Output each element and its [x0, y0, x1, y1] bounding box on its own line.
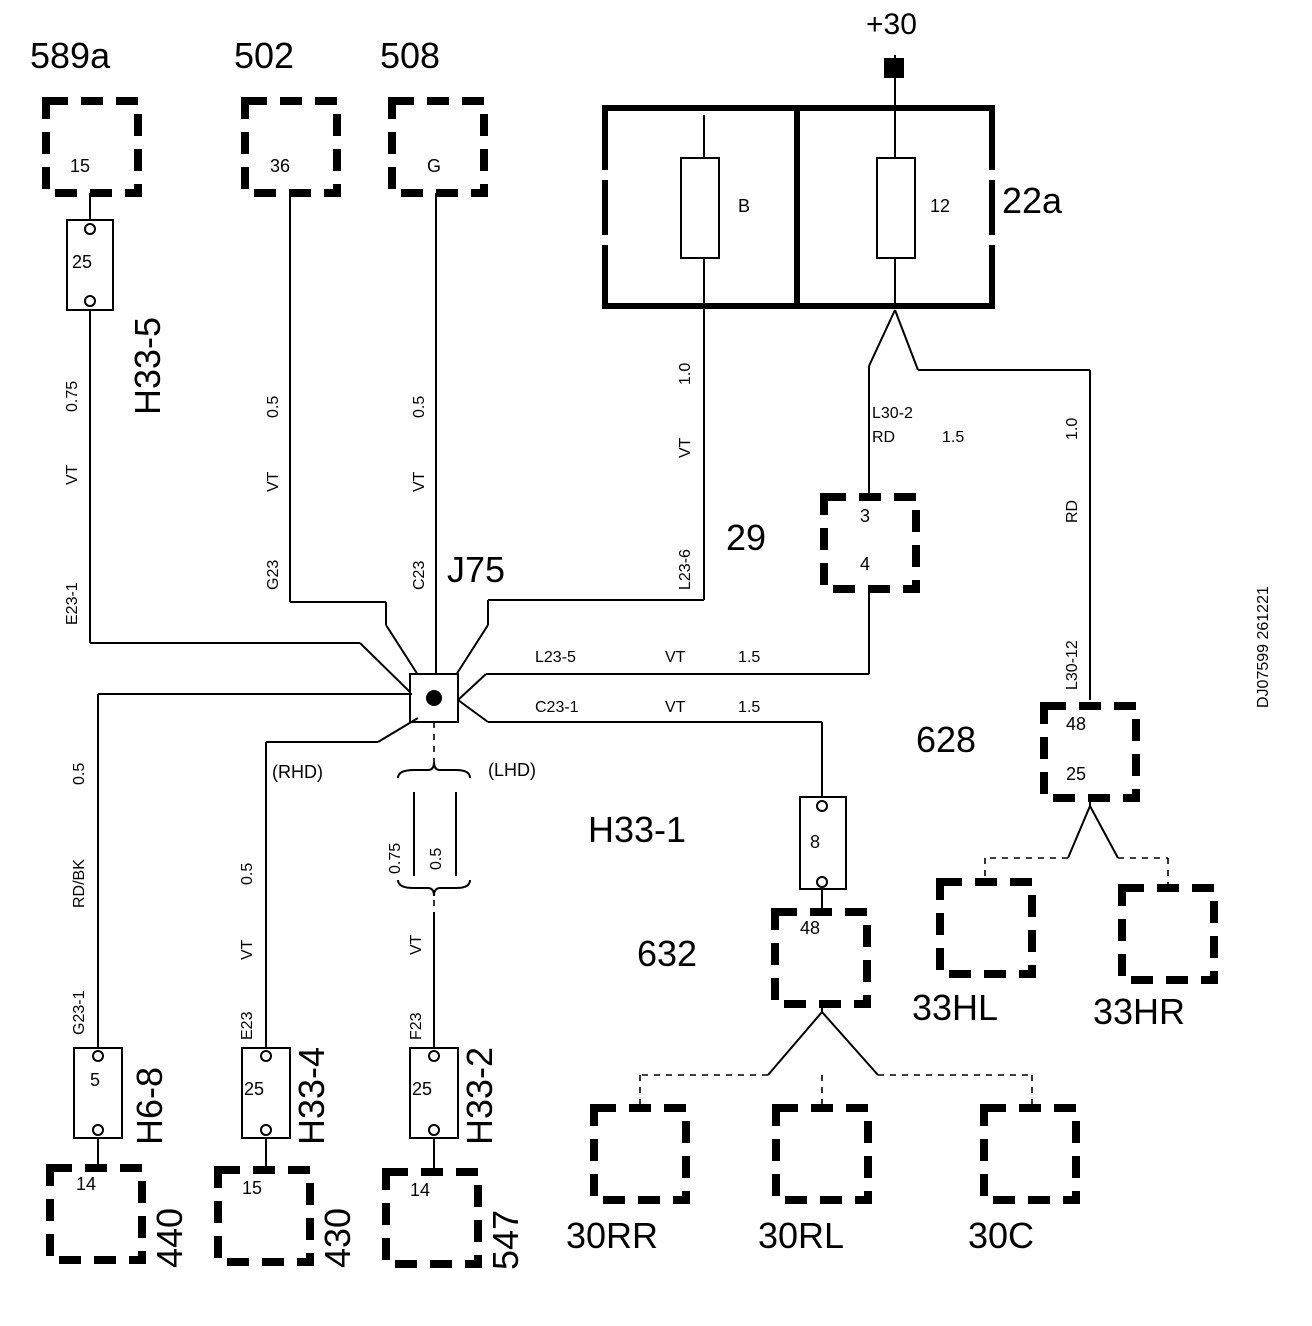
label-33hr: 33HR	[1093, 991, 1185, 1032]
svg-text:VT: VT	[408, 934, 425, 955]
fuse-12	[876, 157, 916, 259]
supply-label: +30	[866, 8, 917, 41]
connector-30rr	[590, 1104, 690, 1204]
svg-text:G23: G23	[265, 560, 282, 590]
label-33hl: 33HL	[912, 987, 998, 1028]
svg-text:14: 14	[76, 1174, 96, 1194]
connector-628	[1040, 702, 1140, 802]
connector-33hl	[936, 878, 1036, 978]
pin-h33-5: 25	[72, 252, 92, 272]
svg-text:0.5: 0.5	[411, 396, 428, 418]
reference-code: DJ07599 261221	[1255, 586, 1272, 708]
connector-33hr	[1118, 884, 1218, 984]
svg-text:0.75: 0.75	[387, 843, 404, 874]
svg-text:8: 8	[810, 832, 820, 852]
pin-508: G	[427, 156, 441, 176]
svg-text:G23-1: G23-1	[71, 990, 88, 1035]
connector-502	[241, 97, 341, 197]
svg-text:25: 25	[244, 1079, 264, 1099]
svg-text:1.5: 1.5	[942, 429, 964, 446]
label-30rl: 30RL	[758, 1215, 844, 1256]
svg-text:C23: C23	[411, 561, 428, 590]
svg-text:RD/BK: RD/BK	[71, 859, 88, 908]
splice-node	[426, 690, 442, 706]
svg-text:0.5: 0.5	[265, 396, 282, 418]
svg-text:48: 48	[1066, 714, 1086, 734]
fuse-12-label: 12	[930, 196, 950, 216]
svg-text:0.5: 0.5	[239, 863, 256, 885]
label-22a: 22a	[1002, 180, 1063, 221]
label-h6-8: H6-8	[129, 1067, 170, 1145]
svg-text:C23-1: C23-1	[535, 699, 579, 716]
label-502: 502	[234, 35, 294, 76]
label-29: 29	[726, 517, 766, 558]
connector-632	[771, 908, 871, 1008]
label-547: 547	[485, 1210, 526, 1270]
svg-text:1.0: 1.0	[1064, 418, 1081, 440]
label-30c: 30C	[968, 1215, 1034, 1256]
svg-text:0.5: 0.5	[428, 848, 445, 870]
label-440: 440	[149, 1208, 190, 1268]
svg-text:(LHD): (LHD)	[488, 760, 536, 780]
label-508: 508	[380, 35, 440, 76]
svg-text:VT: VT	[665, 649, 686, 666]
svg-text:1.0: 1.0	[677, 363, 694, 385]
svg-text:0.5: 0.5	[71, 763, 88, 785]
svg-text:VT: VT	[239, 939, 256, 960]
connector-440	[46, 1164, 146, 1264]
label-632: 632	[637, 933, 697, 974]
connector-h33-2	[409, 1047, 459, 1139]
svg-text:L30-2: L30-2	[872, 405, 913, 422]
svg-text:1.5: 1.5	[738, 699, 760, 716]
svg-text:VT: VT	[64, 464, 81, 485]
fuse-b-label: B	[738, 196, 750, 216]
label-430: 430	[317, 1208, 358, 1268]
label-30rr: 30RR	[566, 1215, 658, 1256]
label-628: 628	[916, 719, 976, 760]
label-h33-5: H33-5	[127, 317, 168, 415]
svg-text:15: 15	[242, 1178, 262, 1198]
svg-text:E23: E23	[239, 1011, 256, 1040]
svg-text:5: 5	[90, 1070, 100, 1090]
label-h33-1: H33-1	[588, 809, 686, 850]
svg-text:3: 3	[860, 506, 870, 526]
label-h33-2: H33-2	[459, 1047, 500, 1145]
pin-502: 36	[270, 156, 290, 176]
svg-text:14: 14	[410, 1180, 430, 1200]
svg-text:VT: VT	[411, 471, 428, 492]
connector-508	[388, 97, 488, 197]
connector-430	[214, 1166, 314, 1266]
svg-text:(RHD): (RHD)	[272, 762, 323, 782]
connector-30rl	[772, 1104, 872, 1204]
svg-text:4: 4	[860, 554, 870, 574]
svg-text:RD: RD	[1064, 500, 1081, 523]
svg-text:RD: RD	[872, 429, 895, 446]
supply-terminal	[884, 58, 904, 78]
svg-text:F23: F23	[408, 1012, 425, 1040]
svg-text:0.75: 0.75	[64, 381, 81, 412]
svg-text:VT: VT	[265, 471, 282, 492]
svg-text:48: 48	[800, 918, 820, 938]
fuse-b	[680, 157, 720, 259]
svg-text:VT: VT	[665, 699, 686, 716]
connector-30c	[980, 1104, 1080, 1204]
svg-text:E23-1: E23-1	[64, 582, 81, 625]
pin-589a: 15	[70, 156, 90, 176]
label-j75: J75	[447, 549, 505, 590]
svg-text:L23-6: L23-6	[677, 549, 694, 590]
svg-text:1.5: 1.5	[738, 649, 760, 666]
connector-589a	[42, 97, 142, 197]
label-h33-4: H33-4	[291, 1047, 332, 1145]
svg-text:L30-12: L30-12	[1064, 640, 1081, 690]
svg-text:25: 25	[412, 1079, 432, 1099]
svg-text:L23-5: L23-5	[535, 649, 576, 666]
connector-547	[382, 1168, 482, 1268]
label-589a: 589a	[30, 35, 111, 76]
svg-text:25: 25	[1066, 764, 1086, 784]
svg-text:VT: VT	[677, 437, 694, 458]
